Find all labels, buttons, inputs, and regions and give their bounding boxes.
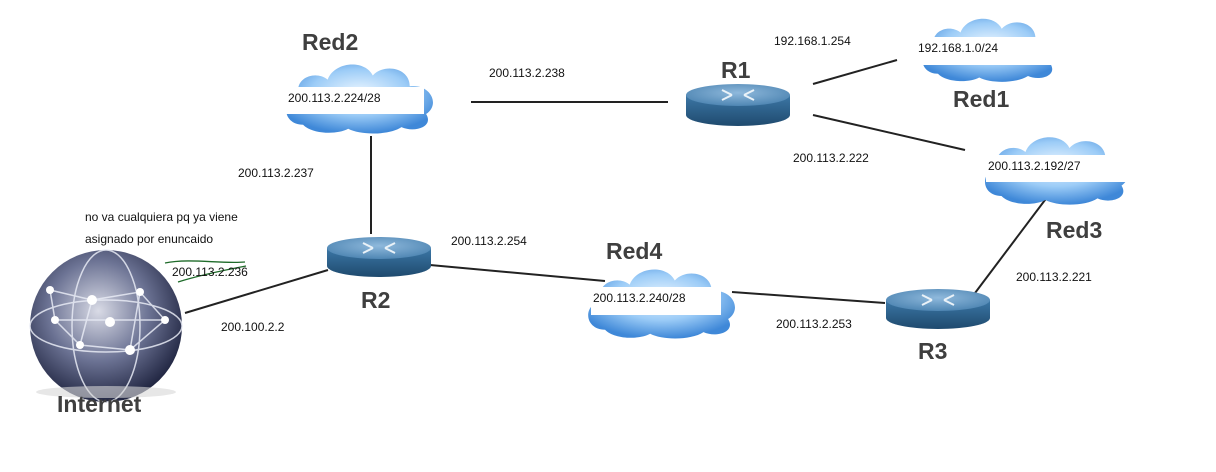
red4-address-box: 200.113.2.240/28	[591, 287, 721, 315]
router-r3-icon	[886, 289, 990, 329]
strike-scribble	[164, 260, 247, 283]
ip-r2-internet: 200.100.2.2	[221, 320, 285, 334]
router-r1-icon	[686, 84, 790, 126]
ip-r1-red3: 200.113.2.222	[793, 151, 869, 165]
red4-title: Red4	[606, 238, 663, 264]
note-line-2: asignado por enuncaido	[85, 232, 214, 246]
ip-r3-red3: 200.113.2.221	[1016, 270, 1092, 284]
red3-address-box: 200.113.2.192/27	[986, 155, 1129, 182]
r3-title: R3	[918, 338, 948, 364]
red2-address-box: 200.113.2.224/28	[286, 87, 424, 114]
ip-r1-red2: 200.113.2.238	[489, 66, 565, 80]
red1-title: Red1	[953, 86, 1010, 112]
ip-r1-red1: 192.168.1.254	[774, 34, 851, 48]
ip-r2-internet-struck: 200.113.2.236	[172, 265, 248, 279]
ip-r2-red2: 200.113.2.237	[238, 166, 314, 180]
link-r3-red3	[974, 195, 1049, 294]
link-r1-red1	[812, 59, 898, 85]
links	[184, 59, 1049, 314]
link-red4-r3	[731, 291, 886, 304]
r2-title: R2	[361, 287, 391, 313]
link-r1-red3	[812, 114, 966, 151]
red3-title: Red3	[1046, 217, 1103, 243]
link-internet-r2	[184, 269, 329, 314]
router-r2-icon	[327, 237, 431, 277]
ip-r2-red4: 200.113.2.254	[451, 234, 527, 248]
ip-r3-red4: 200.113.2.253	[776, 317, 852, 331]
red1-address-box: 192.168.1.0/24	[916, 37, 1060, 65]
note-line-1: no va cualquiera pq ya viene	[85, 210, 238, 224]
link-r2-red4	[429, 264, 606, 282]
internet-title: Internet	[57, 391, 142, 417]
red2-title: Red2	[302, 29, 359, 55]
internet-globe-icon	[29, 249, 183, 403]
r1-title: R1	[721, 57, 751, 83]
